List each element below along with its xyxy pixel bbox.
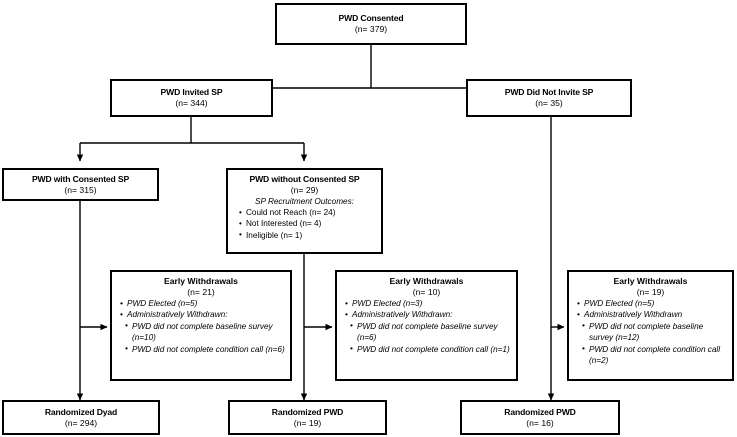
administrative-withdrawal-list: PWD did not complete baseline survey (n=…: [115, 320, 287, 355]
list-item: PWD did not complete condition call (n=6…: [125, 343, 287, 355]
node-title: Randomized Dyad: [44, 406, 118, 417]
list-item: Administratively Withdrawn:: [120, 309, 287, 321]
node-count: (n= 19): [293, 417, 322, 428]
node-title: Early Withdrawals: [613, 276, 688, 286]
node-early-withdrawals-middle: Early Withdrawals (n= 10) PWD Elected (n…: [335, 270, 518, 381]
node-count: (n= 10): [412, 287, 441, 297]
node-title: PWD with Consented SP: [31, 173, 130, 184]
node-pwd-invited-sp: PWD Invited SP (n= 344): [110, 79, 273, 117]
node-count: (n= 344): [175, 98, 208, 108]
list-item: Administratively Withdrawn: [577, 309, 729, 321]
node-title: PWD Did Not Invite SP: [504, 87, 594, 97]
list-item: PWD Elected (n=5): [120, 297, 287, 309]
list-item: Ineligible (n= 1): [239, 229, 379, 241]
node-title: Randomized PWD: [504, 406, 576, 417]
node-title: PWD Invited SP: [160, 87, 223, 97]
list-item: PWD did not complete condition call (n=1…: [350, 343, 513, 355]
node-count: (n= 294): [64, 417, 98, 428]
node-pwd-did-not-invite-sp: PWD Did Not Invite SP (n= 35): [466, 79, 632, 117]
node-count: (n= 19): [636, 287, 665, 297]
withdrawal-reasons-list: PWD Elected (n=5) Administratively Withd…: [115, 297, 287, 321]
node-randomized-pwd-right: Randomized PWD (n= 16): [460, 400, 620, 435]
node-randomized-pwd-middle: Randomized PWD (n= 19): [228, 400, 387, 435]
node-count: (n= 379): [354, 24, 388, 34]
administrative-withdrawal-list: PWD did not complete baseline survey (n=…: [572, 320, 729, 367]
list-item: PWD did not complete baseline survey (n=…: [582, 320, 729, 344]
node-title: PWD without Consented SP: [249, 174, 360, 184]
node-early-withdrawals-left: Early Withdrawals (n= 21) PWD Elected (n…: [110, 270, 292, 381]
node-pwd-consented: PWD Consented (n= 379): [275, 3, 467, 45]
sp-recruitment-outcomes-list: Could not Reach (n= 24) Not Interested (…: [230, 206, 379, 241]
node-pwd-with-consented-sp: PWD with Consented SP (n= 315): [2, 168, 159, 201]
node-title: Early Withdrawals: [164, 276, 238, 286]
node-count: (n= 16): [526, 417, 554, 428]
withdrawal-reasons-list: PWD Elected (n=3) Administratively Withd…: [340, 297, 513, 321]
node-count: (n= 21): [187, 287, 215, 297]
withdrawal-reasons-list: PWD Elected (n=5) Administratively Withd…: [572, 297, 729, 321]
list-item: PWD did not complete baseline survey (n=…: [125, 320, 287, 344]
node-randomized-dyad: Randomized Dyad (n= 294): [2, 400, 160, 435]
node-title: Randomized PWD: [271, 406, 344, 417]
list-item: PWD did not complete baseline survey (n=…: [350, 320, 513, 344]
sp-recruitment-outcomes-header: SP Recruitment Outcomes:: [255, 197, 354, 206]
list-item: PWD Elected (n=3): [345, 297, 513, 309]
list-item: PWD Elected (n=5): [577, 297, 729, 309]
node-early-withdrawals-right: Early Withdrawals (n= 19) PWD Elected (n…: [567, 270, 734, 381]
node-title: PWD Consented: [338, 13, 404, 23]
node-count: (n= 35): [535, 98, 563, 108]
node-title: Early Withdrawals: [389, 276, 464, 286]
node-count: (n= 315): [64, 184, 97, 195]
list-item: Administratively Withdrawn:: [345, 309, 513, 321]
administrative-withdrawal-list: PWD did not complete baseline survey (n=…: [340, 320, 513, 355]
node-pwd-without-consented-sp: PWD without Consented SP (n= 29) SP Recr…: [226, 168, 383, 254]
list-item: Not Interested (n= 4): [239, 218, 379, 230]
list-item: PWD did not complete condition call (n=2…: [582, 343, 729, 367]
node-count: (n= 29): [290, 185, 319, 195]
list-item: Could not Reach (n= 24): [239, 206, 379, 218]
